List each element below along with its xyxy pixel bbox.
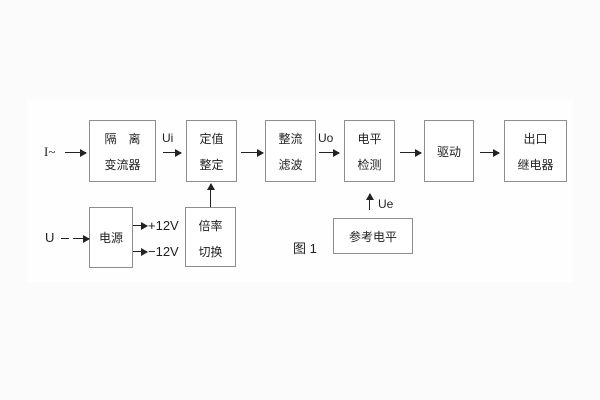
arrow-input-voltage-to-power [73,235,90,243]
block-ratio-switch: 倍率 切换 [185,207,236,267]
block-reference-label: 参考电平 [348,229,397,244]
label-ui: Ui [162,131,174,145]
block-rectifier-line1: 整流 [278,132,303,146]
block-power-label: 电源 [98,231,123,245]
block-power-supply: 电源 [89,207,133,268]
block-rectifier-line2: 滤波 [278,158,303,172]
block-ratio-line2: 切换 [198,245,223,259]
arrow-ratio-to-setpoint [207,183,215,207]
block-isolation-line2: 变流器 [104,158,141,172]
block-rectifier-filter: 整流 滤波 [265,120,316,182]
arrow-power-neg-rail [133,248,148,256]
label-uo: Uo [318,131,334,145]
block-setpoint-line2: 整定 [199,158,224,172]
block-drive-label: 驱动 [436,144,461,159]
arrow-drive-to-relay [480,149,500,157]
block-ratio-line1: 倍率 [198,219,223,233]
label-input-current: I~ [44,144,56,159]
dash-input-voltage [61,238,69,239]
arrow-input-current-to-isolation [65,149,87,157]
block-isolation-transformer: 隔 离 变流器 [89,120,156,182]
block-level-detect: 电平 检测 [344,120,395,182]
block-drive: 驱动 [424,120,474,182]
label-ue: Ue [378,197,394,211]
block-output-relay: 出口 继电器 [504,120,567,182]
block-isolation-line1: 隔 离 [104,132,141,146]
arrow-rectifier-to-level [319,149,340,157]
block-level-line2: 检测 [357,158,382,172]
arrow-isolation-to-setpoint [163,149,182,157]
label-input-voltage: U [45,230,55,245]
arrow-level-to-drive [400,149,422,157]
arrow-power-pos-rail [133,222,148,230]
block-reference-level: 参考电平 [333,218,413,254]
arrow-reference-to-level [366,193,374,210]
block-relay-line2: 继电器 [517,158,554,172]
block-relay-line1: 出口 [523,132,548,146]
block-setpoint-line1: 定值 [199,132,224,146]
block-setpoint-adjust: 定值 整定 [186,120,237,182]
block-level-line1: 电平 [357,132,382,146]
figure-caption: 图 1 [293,241,317,256]
label-pos-rail: +12V [148,218,179,233]
label-neg-rail: −12V [148,244,179,259]
arrow-setpoint-to-rectifier [241,149,264,157]
